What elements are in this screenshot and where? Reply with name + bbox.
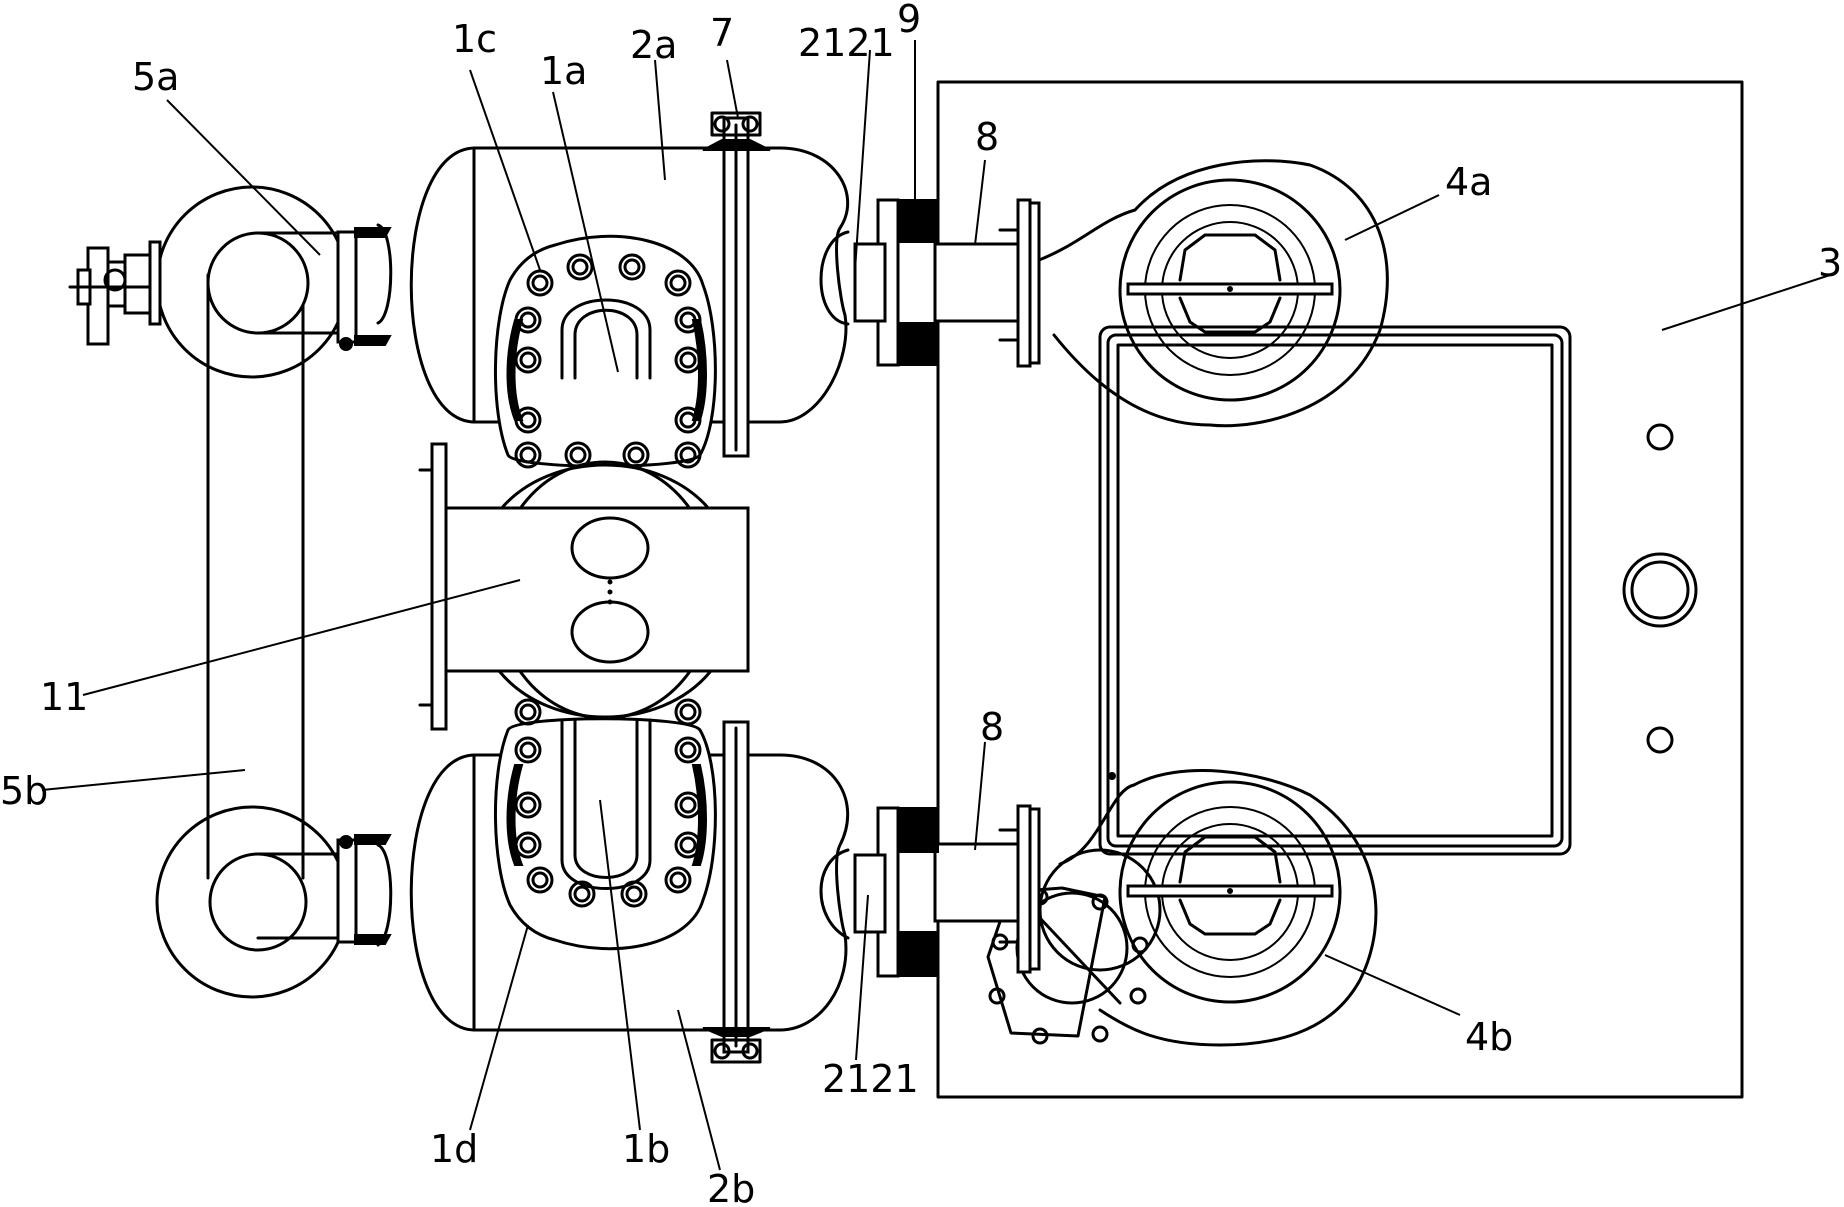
label-7: 7 [710, 11, 734, 55]
label-8-top: 8 [975, 115, 999, 159]
motor-4a [1032, 159, 1389, 428]
label-3: 3 [1818, 241, 1842, 285]
label-5b: 5b [0, 769, 48, 813]
leader-lines [41, 40, 1831, 1171]
connector-tubes [853, 242, 887, 934]
label-4a: 4a [1445, 160, 1492, 204]
manifold-11 [418, 442, 750, 731]
label-2a: 2a [630, 23, 677, 67]
pipe-stub-bottom [933, 804, 1041, 974]
label-1b: 1b [622, 1127, 670, 1171]
housing-plate [936, 80, 1744, 1099]
label-2b: 2b [707, 1167, 755, 1207]
label-5a: 5a [132, 55, 179, 99]
pump-head-1c [494, 234, 717, 468]
label-9: 9 [897, 0, 921, 41]
label-1c: 1c [452, 17, 497, 61]
label-1d: 1d [430, 1127, 478, 1171]
motor-4b [1058, 769, 1378, 1047]
gasket-blocks [876, 198, 939, 978]
label-4b: 4b [1465, 1015, 1513, 1059]
label-2121-top: 2121 [798, 21, 895, 65]
belt-drive [155, 185, 392, 999]
bolts-lower [514, 698, 702, 908]
label-2121-bottom: 2121 [822, 1057, 919, 1101]
pump-head-1d [494, 717, 717, 951]
pipe-stub-top [933, 198, 1041, 368]
label-11: 11 [40, 675, 88, 719]
handwheel [68, 240, 162, 346]
label-8-bottom: 8 [980, 705, 1004, 749]
label-1a: 1a [540, 49, 587, 93]
